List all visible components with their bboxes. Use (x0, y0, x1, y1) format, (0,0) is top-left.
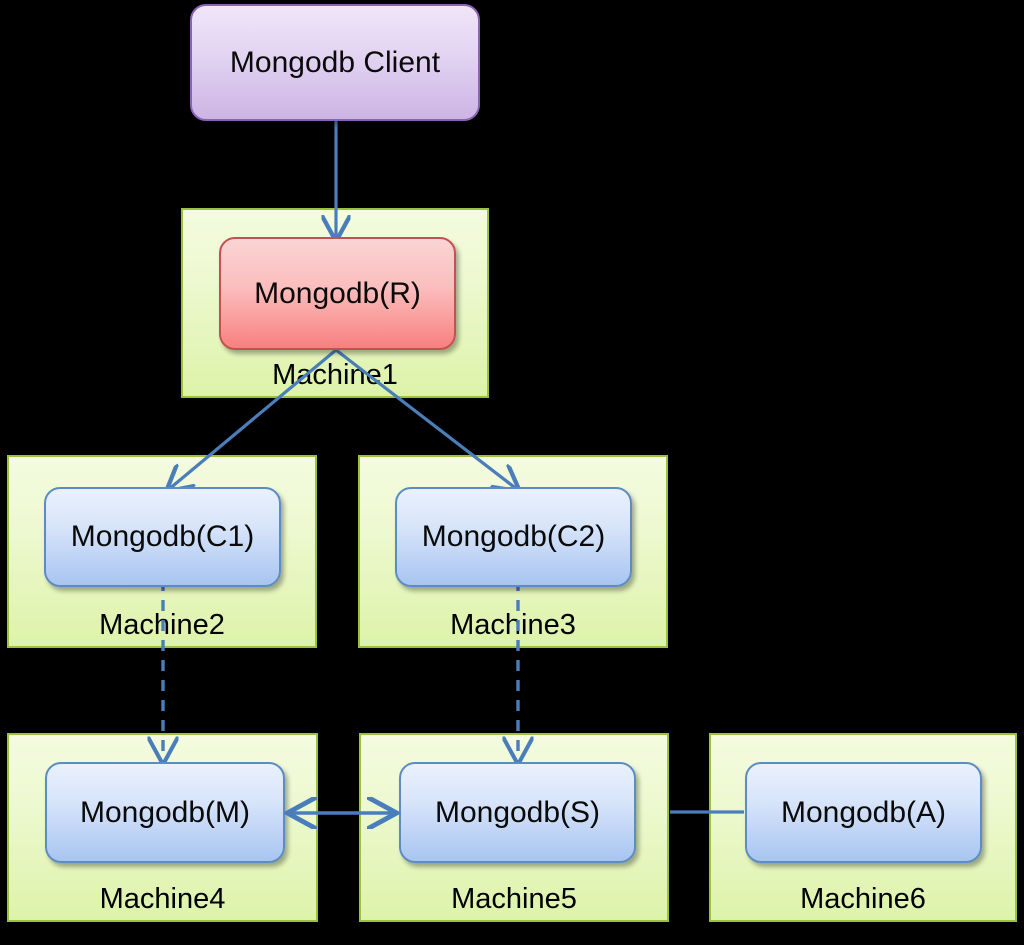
node-mongodb-config1-label: Mongodb(C1) (70, 520, 255, 553)
node-mongodb-config2[interactable]: Mongodb(C2) (395, 487, 632, 587)
node-mongodb-client-label: Mongodb Client (229, 45, 441, 79)
node-mongodb-config1[interactable]: Mongodb(C1) (44, 487, 281, 587)
node-mongodb-master[interactable]: Mongodb(M) (45, 762, 285, 863)
node-mongodb-slave[interactable]: Mongodb(S) (399, 762, 636, 863)
node-mongodb-arbiter[interactable]: Mongodb(A) (745, 762, 982, 863)
machine5-label: Machine5 (451, 882, 577, 915)
machine1-label: Machine1 (272, 358, 398, 391)
machine4-label: Machine4 (99, 882, 226, 915)
node-mongodb-router[interactable]: Mongodb(R) (219, 237, 456, 350)
machine3-label: Machine3 (450, 608, 576, 641)
machine6-label: Machine6 (800, 882, 926, 915)
node-mongodb-arbiter-label: Mongodb(A) (780, 795, 947, 829)
node-mongodb-router-label: Mongodb(R) (254, 276, 421, 310)
node-mongodb-slave-label: Mongodb(S) (434, 795, 601, 829)
node-mongodb-client[interactable]: Mongodb Client (190, 4, 480, 121)
machine2-label: Machine2 (99, 608, 225, 641)
node-mongodb-config2-label: Mongodb(C2) (421, 520, 606, 553)
node-mongodb-master-label: Mongodb(M) (79, 795, 251, 829)
